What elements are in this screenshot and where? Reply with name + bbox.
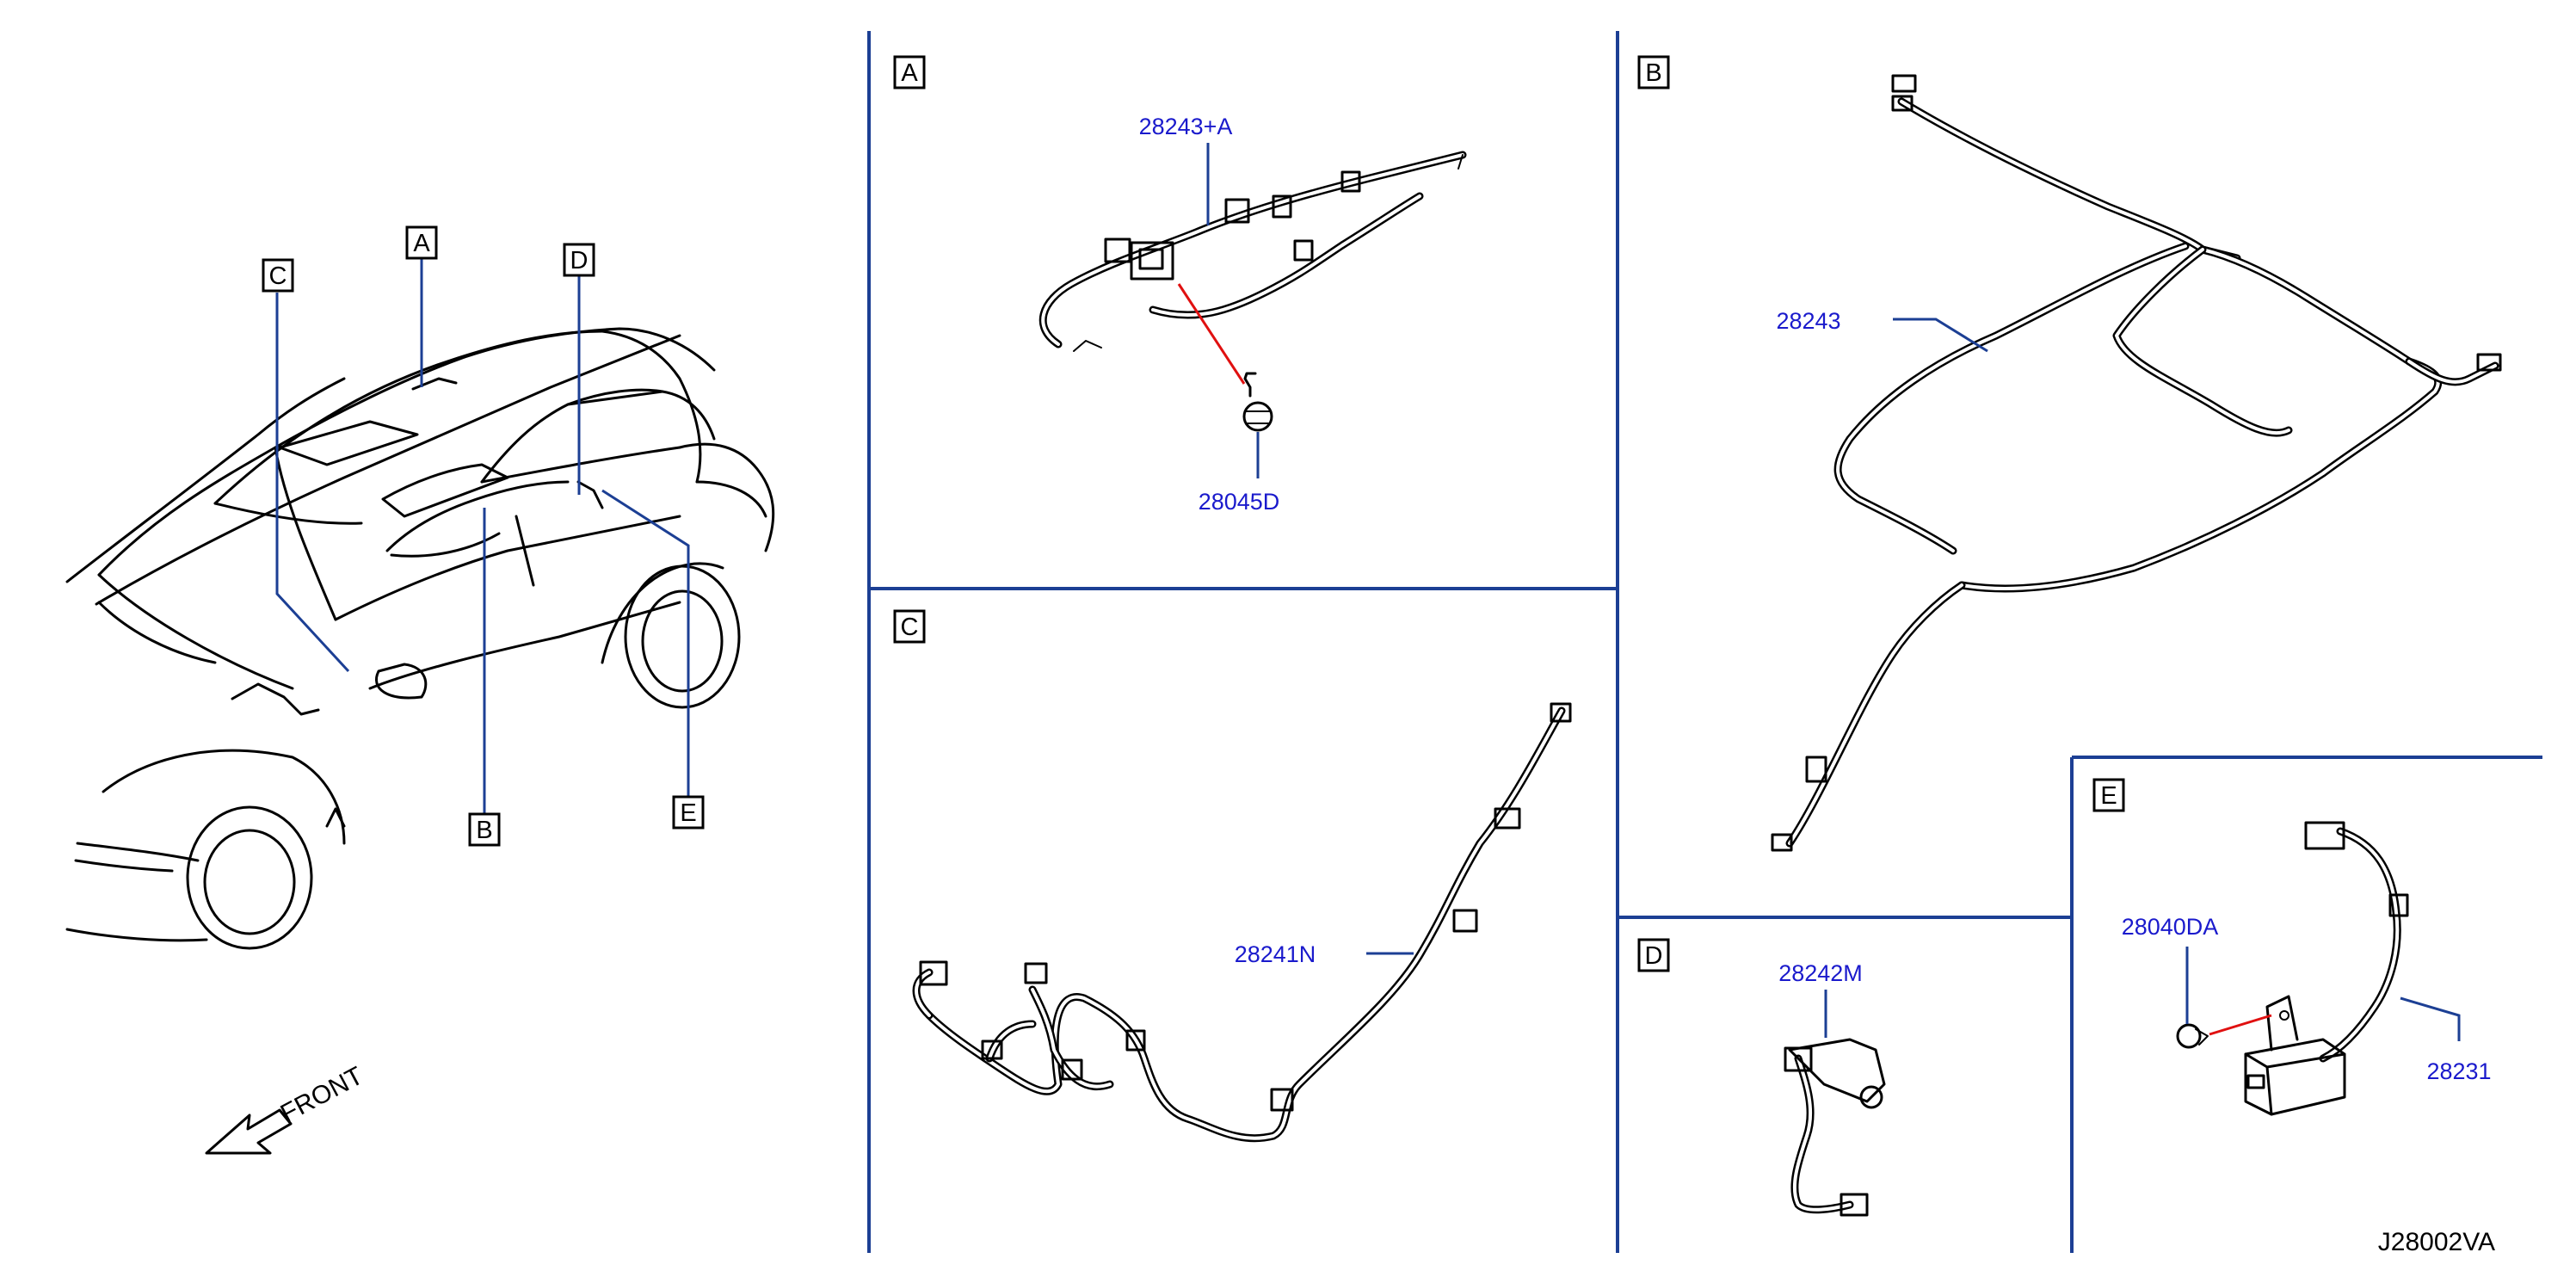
callout-28045d: 28045D: [1199, 489, 1280, 515]
harness-28242m-illustration: [1784, 1038, 1886, 1217]
car-label-D: D: [563, 243, 595, 277]
svg-text:E: E: [680, 799, 696, 827]
diagram-id: J28002VA: [2378, 1228, 2495, 1256]
callout-28241n: 28241N: [1235, 941, 1316, 967]
leader-28231: [2400, 996, 2461, 1041]
car-label-A: A: [405, 225, 438, 260]
harness-28243-illustration: [1771, 74, 2502, 852]
svg-text:A: A: [413, 230, 430, 257]
section-label-A: A: [893, 55, 926, 89]
callout-28231: 28231: [2426, 1058, 2491, 1084]
svg-text:E: E: [2100, 782, 2117, 810]
car-overview-illustration: [65, 327, 775, 950]
section-dividers: [867, 31, 2542, 1253]
callout-28040da: 28040DA: [2122, 914, 2219, 940]
callout-28242m: 28242M: [1778, 960, 1863, 986]
section-label-E: E: [2092, 778, 2125, 812]
callout-28243-a: 28243+A: [1139, 114, 1233, 139]
leader-28243: [1893, 318, 1988, 353]
callout-28243: 28243: [1776, 308, 1840, 334]
section-label-B: B: [1637, 55, 1670, 89]
front-direction-arrow: [205, 1108, 293, 1155]
harness-28243-a-illustration: [1038, 151, 1467, 432]
svg-text:D: D: [1645, 942, 1663, 970]
svg-text:C: C: [901, 614, 919, 641]
front-label: FRONT: [276, 1062, 368, 1129]
svg-text:A: A: [901, 59, 918, 87]
section-label-C: C: [893, 609, 926, 644]
harness-28241n-illustration: [912, 702, 1572, 1143]
svg-text:D: D: [570, 247, 589, 275]
antenna-module-28231-illustration: [2176, 821, 2409, 1116]
svg-text:C: C: [269, 262, 287, 290]
car-label-C: C: [262, 258, 294, 293]
section-label-D: D: [1637, 938, 1670, 972]
car-label-E: E: [672, 795, 705, 830]
car-label-leaders: [275, 258, 690, 814]
svg-text:B: B: [476, 817, 492, 844]
svg-text:B: B: [1645, 59, 1661, 87]
car-label-B: B: [468, 812, 501, 847]
